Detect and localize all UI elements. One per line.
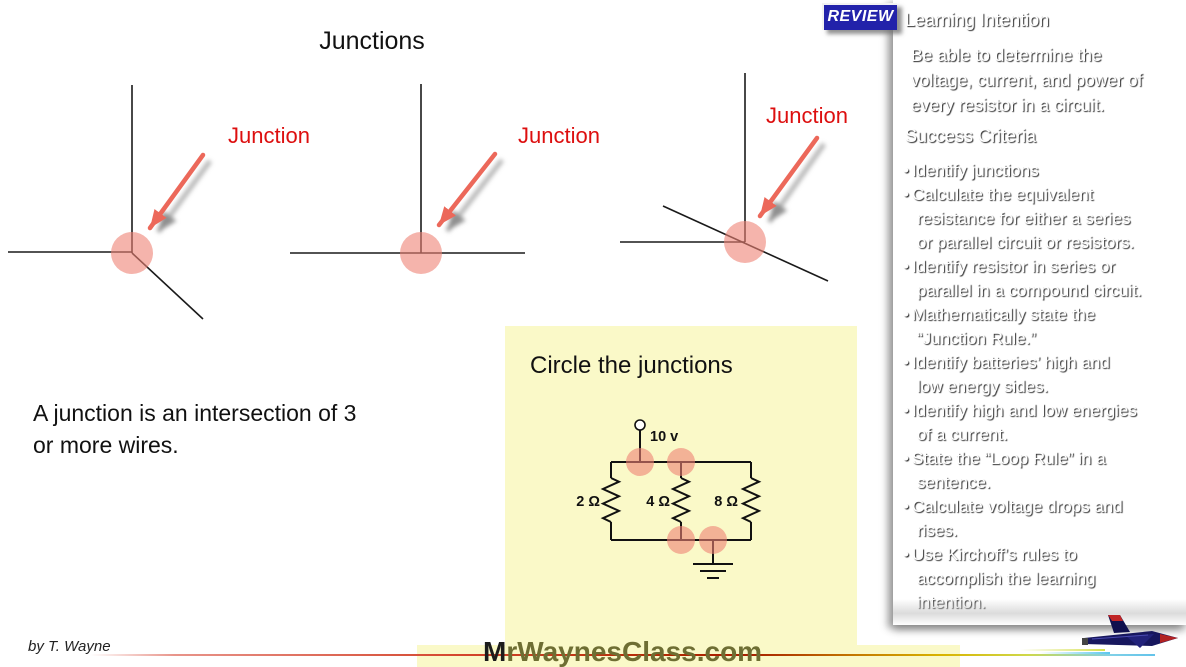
learning-intention-text: Be able to determine the voltage, curren…	[911, 45, 1143, 115]
jet-exhaust	[1082, 638, 1088, 645]
junction-label-1: Junction	[228, 123, 310, 148]
criteria-item: Mathematically state the “Junction Rule.…	[903, 303, 1180, 351]
junction-highlight-dot	[699, 526, 727, 554]
resistor-label-8ohm: 8 Ω	[714, 494, 738, 510]
footer-accent-line	[90, 654, 1155, 656]
resistor-2ohm	[600, 477, 622, 523]
junction-highlight-dot	[111, 232, 153, 274]
divider	[895, 35, 1186, 37]
criteria-item: Identify resistor in series or parallel …	[903, 255, 1180, 303]
criteria-item: Identify high and low energies of a curr…	[903, 399, 1180, 447]
review-panel: Learning Intention Be able to determine …	[893, 0, 1186, 625]
junction-diagrams	[8, 73, 829, 320]
watermark-text: MrWaynesClass.com	[483, 636, 763, 667]
junction-label-2: Junction	[518, 123, 600, 148]
review-badge: REVIEW	[822, 3, 897, 30]
jet-wing	[1126, 634, 1154, 648]
junction-highlight-dot	[626, 448, 654, 476]
panel-bottom-fade	[893, 599, 1186, 625]
activity-box: Circle the junctions	[505, 326, 857, 662]
junction-highlight-dot	[400, 232, 442, 274]
junction-arrow	[436, 151, 498, 228]
arrow-shadow	[766, 142, 827, 224]
jet-contrail-yellow	[1020, 649, 1105, 651]
resistor-8ohm	[740, 477, 762, 523]
criteria-item: Calculate voltage drops and rises.	[903, 495, 1180, 543]
voltage-label: 10 v	[650, 429, 678, 445]
junction-diagram-1	[8, 85, 213, 320]
junction-highlight-dot	[667, 526, 695, 554]
activity-title: Circle the junctions	[530, 352, 733, 379]
definition-text: A junction is an intersection of 3 or mo…	[33, 400, 357, 458]
jet-tail-accent	[1108, 615, 1123, 621]
resistor-4ohm	[670, 477, 692, 523]
page-title: Junctions	[319, 27, 425, 55]
criteria-item: State the “Loop Rule” in a sentence.	[903, 447, 1180, 495]
divider	[895, 151, 1186, 153]
junction-arrow	[147, 152, 206, 231]
junction-label-3: Junction	[766, 103, 848, 128]
success-criteria-title: Success Criteria	[905, 126, 1037, 146]
junction-diagram-2	[290, 84, 525, 274]
resistor-label-4ohm: 4 Ω	[646, 494, 670, 510]
criteria-item: Identify junctions	[903, 159, 1180, 183]
learning-intention-title: Learning Intention	[905, 10, 1050, 30]
arrow-shadow	[445, 158, 504, 233]
jet-body-line	[1091, 634, 1149, 640]
jet-contrail-cyan	[1040, 652, 1110, 654]
author-credit: by T. Wayne	[28, 638, 111, 655]
criteria-item: Identify batteries’ high and low energy …	[903, 351, 1180, 399]
watermark-strip	[417, 645, 960, 667]
arrow-shadow	[155, 159, 213, 234]
jet-nose-accent	[1160, 634, 1178, 643]
junction-highlight-dot	[667, 448, 695, 476]
circuit-diagram: 10 v 2 Ω 4 Ω 8 Ω	[576, 419, 762, 579]
criteria-item: Calculate the equivalent resistance for …	[903, 183, 1180, 255]
resistor-label-2ohm: 2 Ω	[576, 494, 600, 510]
junction-diagram-3	[620, 73, 829, 282]
junction-arrow	[757, 135, 820, 219]
success-criteria-list: Identify junctions Calculate the equival…	[903, 159, 1180, 615]
source-terminal	[634, 419, 646, 431]
junction-highlight-dot	[724, 221, 766, 263]
jet-icon	[1082, 615, 1178, 648]
